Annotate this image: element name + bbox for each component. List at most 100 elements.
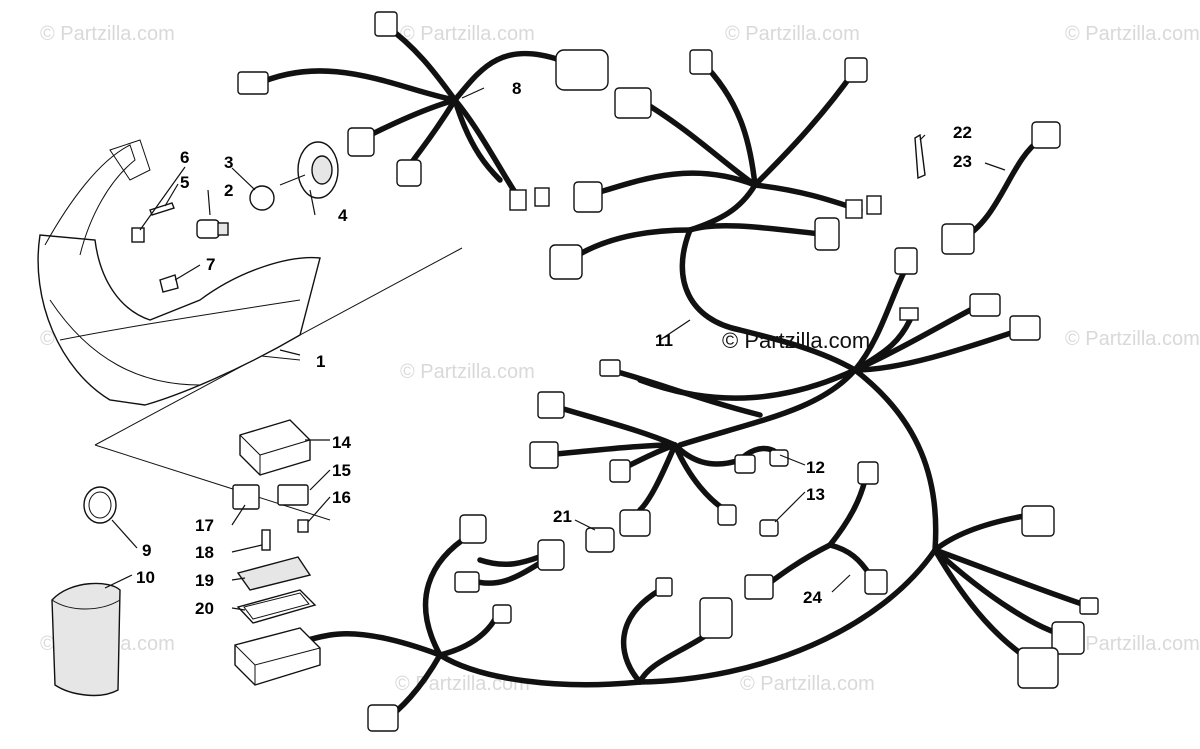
harness-11 xyxy=(549,49,1041,448)
cap xyxy=(759,519,779,537)
connector xyxy=(969,293,1001,317)
watermark: © Partzilla.com xyxy=(40,23,175,45)
callout-19: 19 xyxy=(195,571,214,590)
connector xyxy=(492,604,512,624)
connector xyxy=(899,307,919,321)
headlight-housing xyxy=(37,234,321,406)
wire-clip xyxy=(914,133,926,180)
connector xyxy=(367,704,399,732)
callout-9: 9 xyxy=(142,541,151,560)
protective-sleeve xyxy=(51,582,121,697)
connector xyxy=(549,244,583,280)
watermark: © Partzilla.com xyxy=(1065,23,1200,45)
housing-frame xyxy=(44,144,136,256)
connector xyxy=(857,461,879,485)
harness-12 xyxy=(529,359,789,537)
callout-1: 1 xyxy=(316,352,325,371)
fuse-blade xyxy=(261,529,271,551)
relay-small xyxy=(277,484,309,506)
connector xyxy=(374,11,398,37)
callout-23: 23 xyxy=(953,152,972,171)
callout-21: 21 xyxy=(553,507,572,526)
watermark-center: © Partzilla.com xyxy=(722,328,870,353)
callout-13: 13 xyxy=(806,485,825,504)
callout-17: 17 xyxy=(195,516,214,535)
harness-23 xyxy=(914,121,1061,255)
callout-18: 18 xyxy=(195,543,214,562)
connector xyxy=(529,441,559,469)
terminal xyxy=(866,195,882,215)
callout-22: 22 xyxy=(953,123,972,142)
housing-tab xyxy=(109,139,151,181)
connector xyxy=(1009,315,1041,341)
leader-lines xyxy=(104,87,1006,611)
watermark: © Partzilla.com xyxy=(740,673,875,695)
connector xyxy=(1017,647,1059,689)
callout-6: 6 xyxy=(180,148,189,167)
band-clamp xyxy=(83,486,117,524)
terminal xyxy=(845,199,863,219)
relay xyxy=(232,484,260,510)
callout-16: 16 xyxy=(332,488,351,507)
connector xyxy=(1031,121,1061,149)
connector xyxy=(1021,505,1055,537)
callout-11: 11 xyxy=(655,331,673,350)
callout-5: 5 xyxy=(180,173,189,192)
connector xyxy=(894,247,918,275)
fuse-box-group xyxy=(232,419,321,686)
connector xyxy=(459,514,487,544)
cap xyxy=(769,449,789,467)
callout-24: 24 xyxy=(803,588,822,607)
watermark: © Partzilla.com xyxy=(725,23,860,45)
connector xyxy=(844,57,868,83)
connector xyxy=(555,49,609,91)
connector xyxy=(454,571,480,593)
connector xyxy=(599,359,621,377)
callout-12: 12 xyxy=(806,458,825,477)
fastener-clip xyxy=(159,274,179,293)
callout-8: 8 xyxy=(512,79,521,98)
headlight-assembly xyxy=(37,139,463,521)
headlight-boot xyxy=(279,141,339,199)
retainer-ring xyxy=(249,185,275,211)
connector xyxy=(814,217,840,251)
callout-4: 4 xyxy=(338,206,348,225)
connector xyxy=(744,574,774,600)
connector xyxy=(347,127,375,157)
connector xyxy=(655,577,673,597)
connector xyxy=(864,569,888,595)
callout-14: 14 xyxy=(332,433,351,452)
watermark: © Partzilla.com xyxy=(1065,328,1200,350)
callout-labels: 1 2 3 4 5 6 7 8 9 10 11 12 13 14 15 16 1… xyxy=(136,79,972,618)
connector xyxy=(717,504,737,526)
fuse-box-cover xyxy=(239,419,311,476)
connector xyxy=(614,87,652,119)
connector xyxy=(537,539,565,571)
connector xyxy=(237,71,269,95)
screw xyxy=(149,202,175,216)
harness-8 xyxy=(237,11,609,211)
main-harness xyxy=(257,367,1099,732)
nut-clip xyxy=(131,227,145,243)
connector xyxy=(537,391,565,419)
callout-7: 7 xyxy=(206,255,215,274)
connector xyxy=(573,181,603,213)
connector xyxy=(609,459,631,483)
callout-2: 2 xyxy=(224,181,233,200)
connector xyxy=(734,454,756,474)
terminal xyxy=(534,187,550,207)
fuse-label-sheet xyxy=(236,556,312,591)
watermark: © Partzilla.com xyxy=(400,361,535,383)
callout-10: 10 xyxy=(136,568,155,587)
callout-15: 15 xyxy=(332,461,351,480)
connector xyxy=(1079,597,1099,615)
lens-curve xyxy=(49,299,201,386)
connector xyxy=(396,159,422,187)
fuse-box-seal xyxy=(236,589,317,624)
connector xyxy=(699,597,733,639)
connector xyxy=(941,223,975,255)
headlight-bulb xyxy=(196,219,229,239)
watermark: © Partzilla.com xyxy=(1065,633,1200,655)
watermark: © Partzilla.com xyxy=(400,23,535,45)
